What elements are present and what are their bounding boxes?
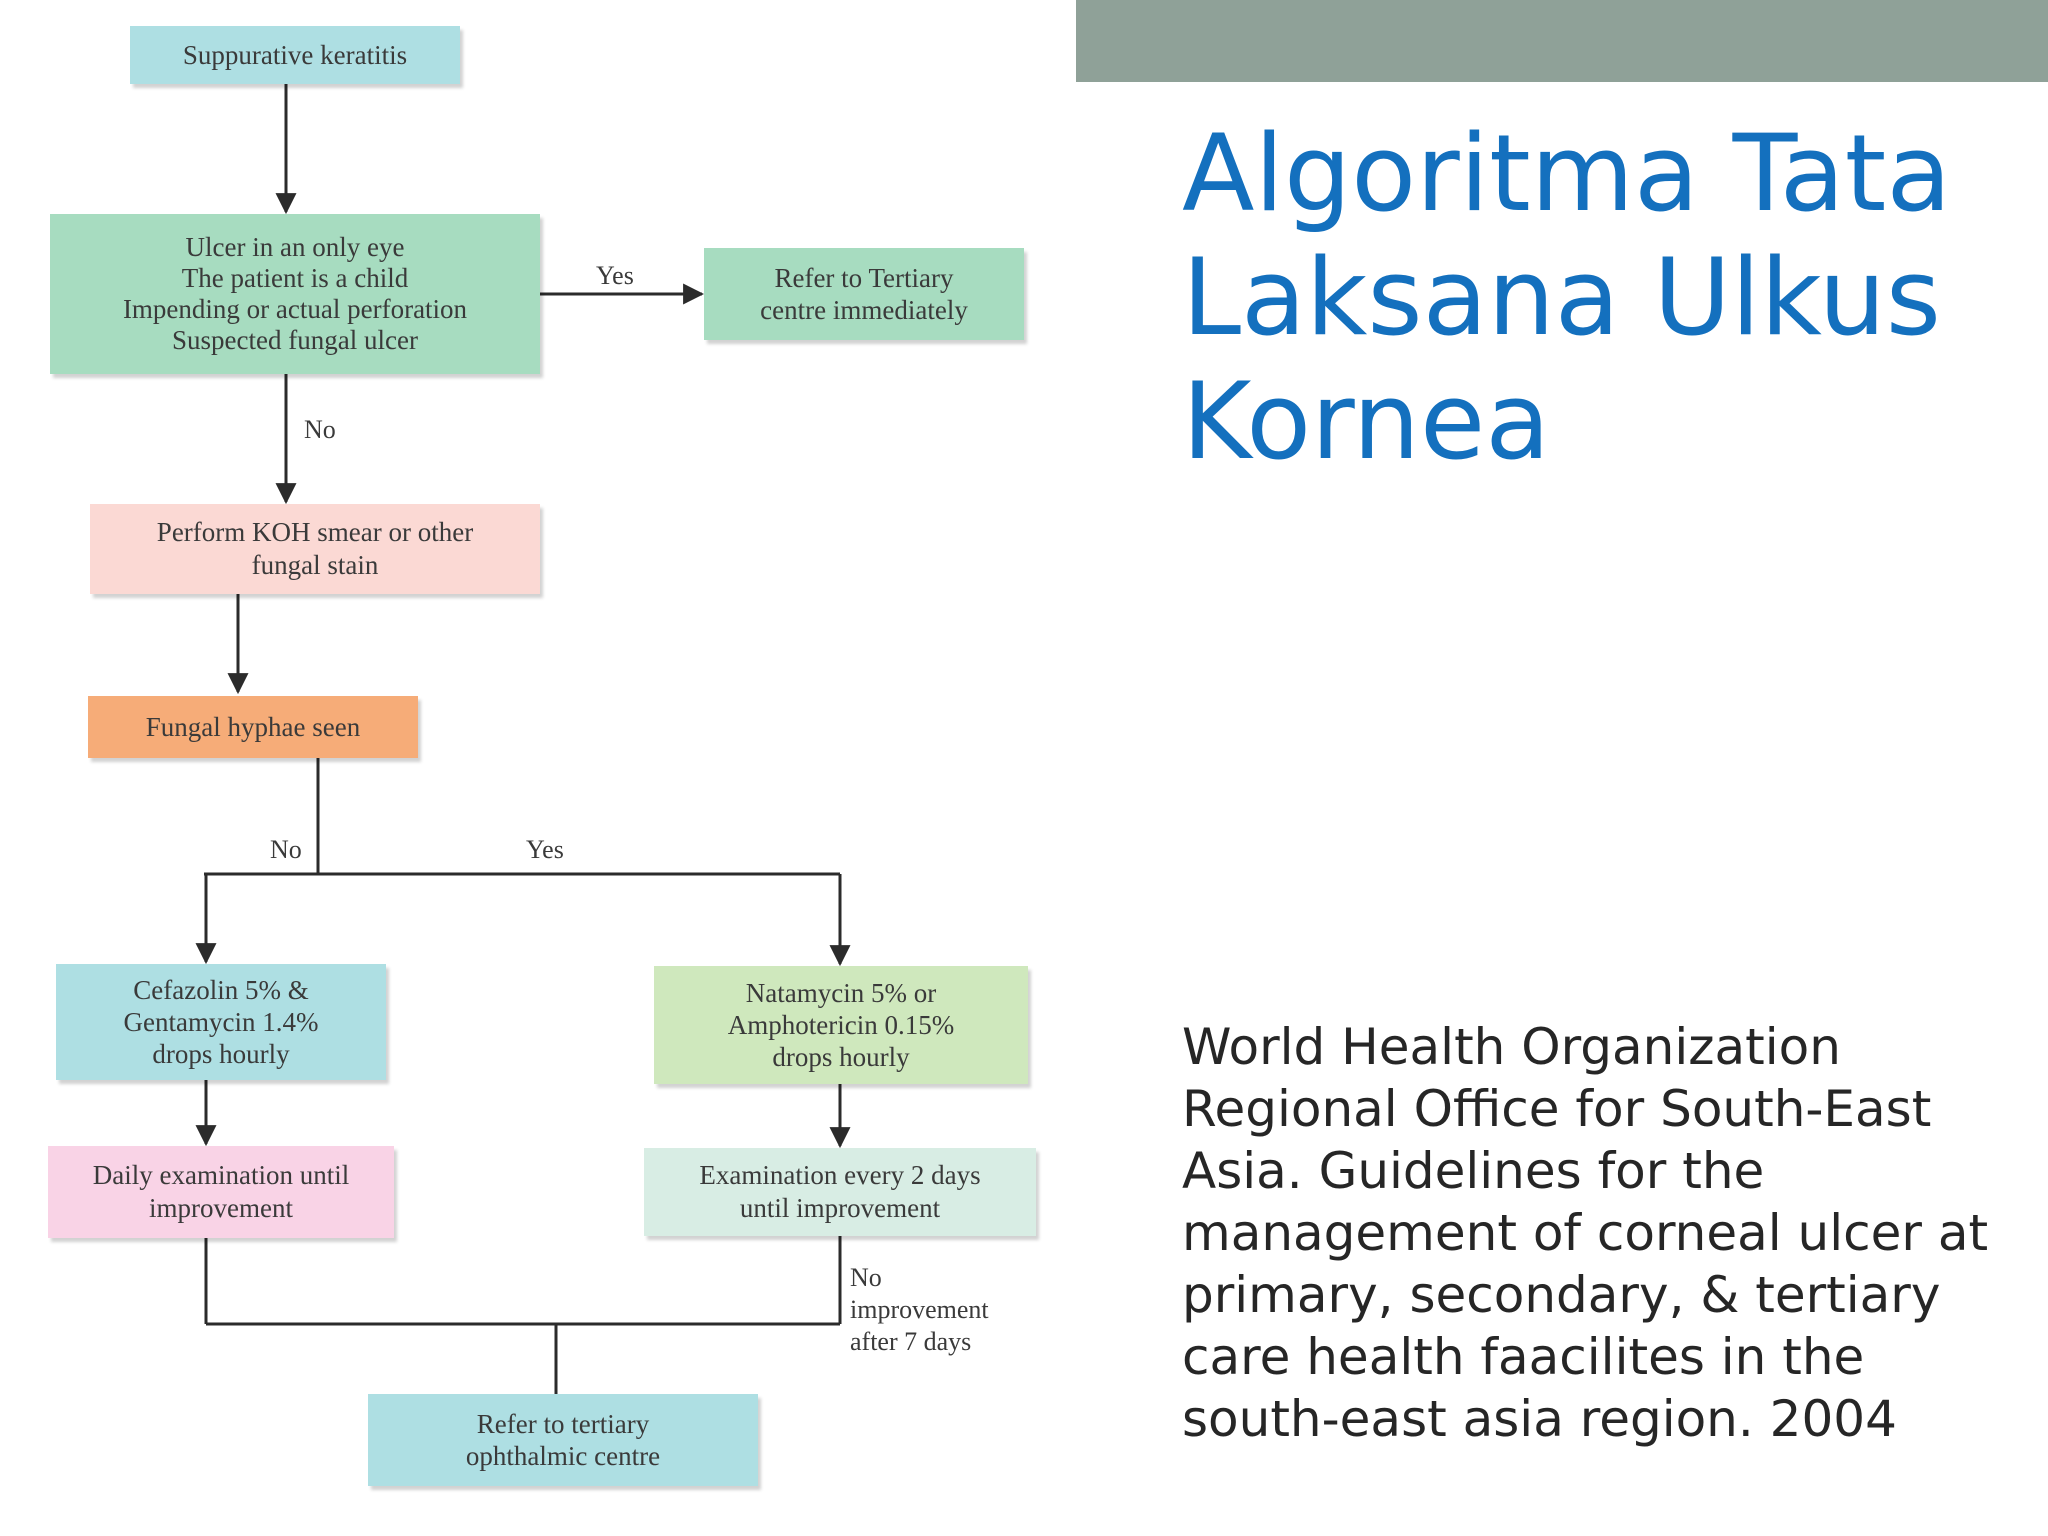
node-refer-tertiary: Refer to tertiary ophthalmic centre — [368, 1394, 758, 1486]
node-antibacterial-drops: Cefazolin 5% & Gentamycin 1.4% drops hou… — [56, 964, 386, 1080]
label-criteria-no: No — [304, 415, 336, 444]
label-hyphae-yes: Yes — [526, 835, 564, 864]
node-antifungal-drops: Natamycin 5% or Amphotericin 0.15% drops… — [654, 966, 1028, 1084]
label-no-improvement: No improvement after 7 days — [850, 1263, 989, 1356]
node-examination-2-days: Examination every 2 days until improveme… — [644, 1148, 1036, 1236]
node-koh-smear: Perform KOH smear or other fungal stain — [90, 504, 540, 594]
flowchart-connectors — [195, 82, 851, 1394]
slide-title: Algoritma Tata Laksana Ulkus Kornea — [1182, 112, 1952, 483]
accent-bar — [1076, 0, 2048, 82]
node-fungal-hyphae: Fungal hyphae seen — [88, 696, 418, 758]
node-criteria: Ulcer in an only eye The patient is a ch… — [50, 214, 540, 374]
node-refer-immediately: Refer to Tertiary centre immediately — [704, 248, 1024, 340]
node-daily-examination: Daily examination until improvement — [48, 1146, 394, 1238]
citation-text: World Health Organization Regional Offic… — [1182, 1018, 1989, 1448]
node-suppurative-keratitis: Suppurative keratitis — [130, 26, 460, 84]
label-criteria-yes: Yes — [596, 261, 634, 290]
label-hyphae-no: No — [270, 835, 302, 864]
